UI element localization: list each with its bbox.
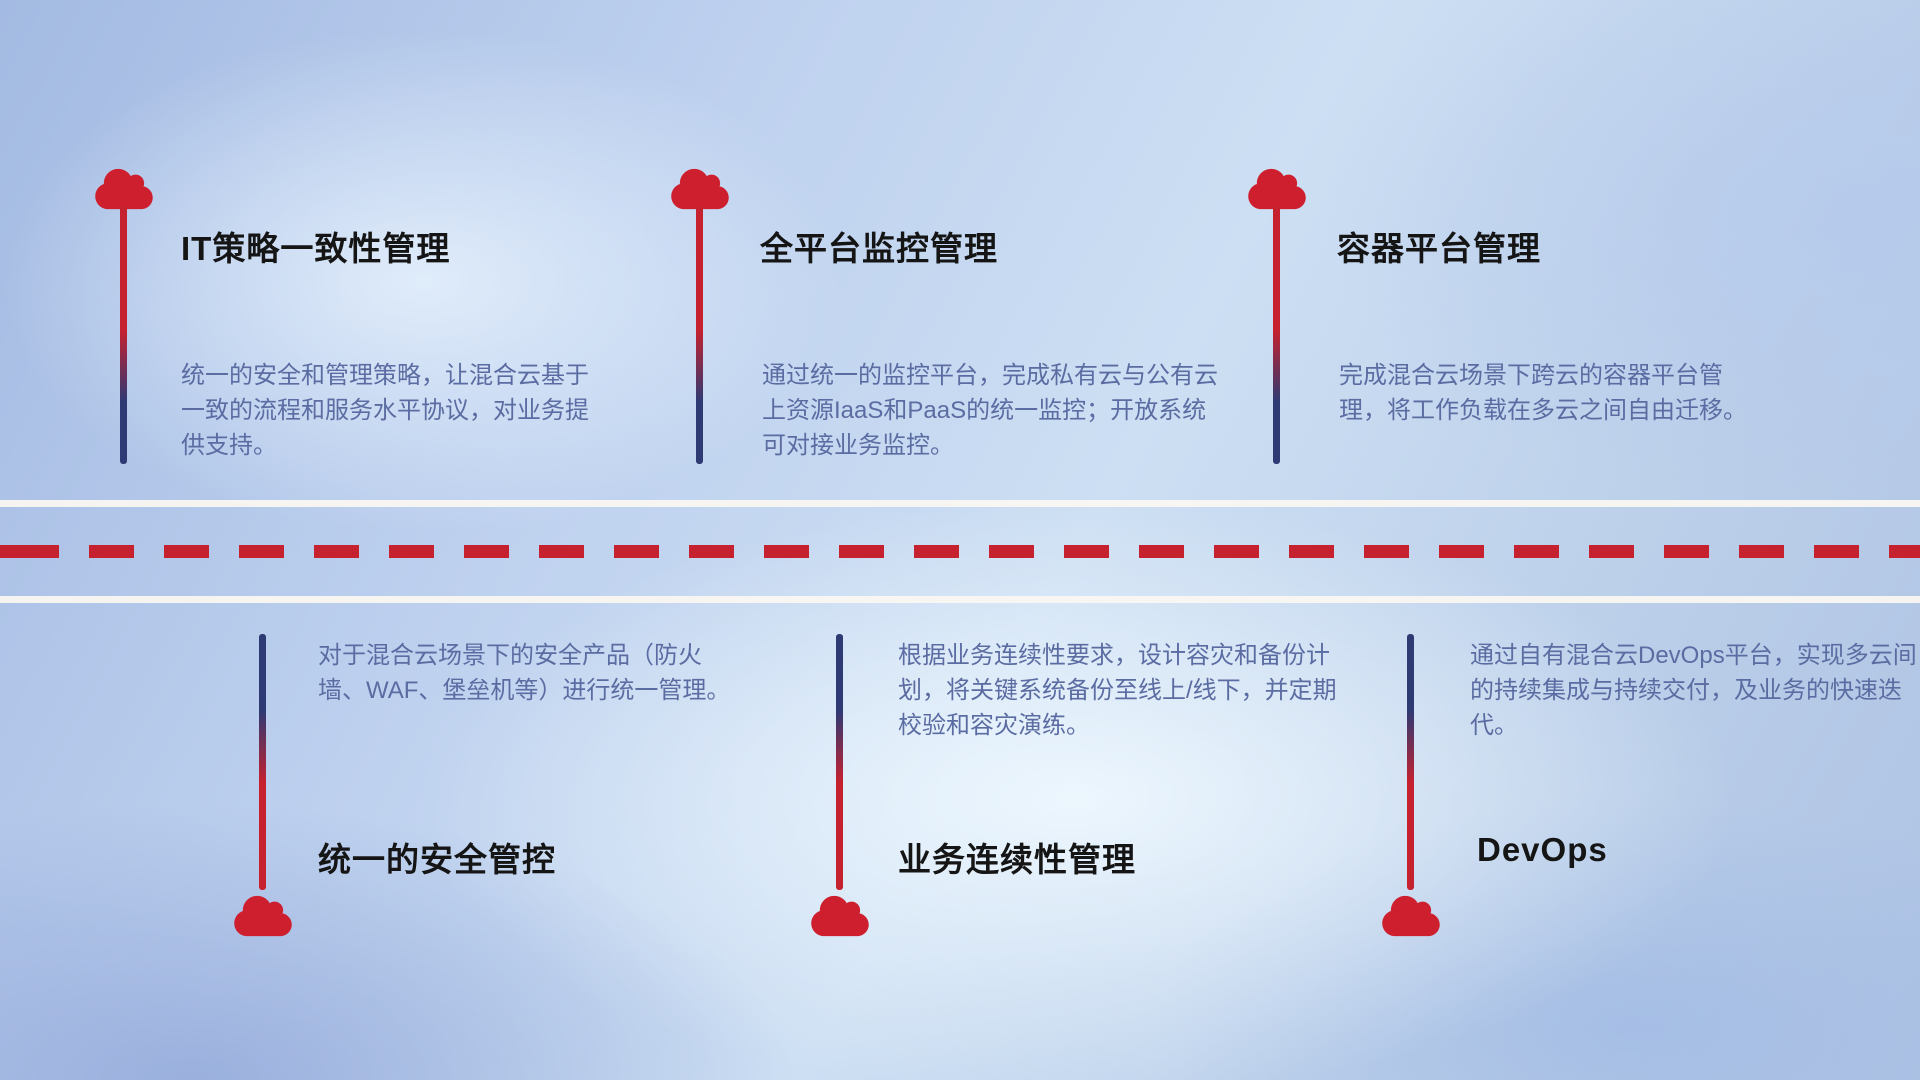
item-description: 根据业务连续性要求，设计容灾和备份计划，将关键系统备份至线上/线下，并定期校验和… xyxy=(898,642,1337,739)
item-title: 全平台监控管理 xyxy=(760,230,998,267)
item-title: 统一的安全管控 xyxy=(318,841,556,878)
connector-line xyxy=(259,634,266,890)
item-description: 通过自有混合云DevOps平台，实现多云间的持续集成与持续交付，及业务的快速迭代… xyxy=(1470,642,1917,739)
item-title: 业务连续性管理 xyxy=(898,841,1136,878)
connector-line xyxy=(1273,206,1280,464)
item-description: 统一的安全和管理策略，让混合云基于一致的流程和服务水平协议，对业务提供支持。 xyxy=(181,362,589,459)
connector-line xyxy=(1407,634,1414,890)
connector-line xyxy=(696,206,703,464)
item-title: 容器平台管理 xyxy=(1337,230,1541,267)
item-description: 通过统一的监控平台，完成私有云与公有云上资源IaaS和PaaS的统一监控；开放系… xyxy=(762,362,1218,459)
cloud-icon xyxy=(671,166,729,212)
cloud-icon xyxy=(95,166,153,212)
cloud-icon xyxy=(234,893,292,939)
cloud-icon xyxy=(811,893,869,939)
road-bottom-line xyxy=(0,596,1920,603)
connector-line xyxy=(836,634,843,890)
item-title: DevOps xyxy=(1477,831,1608,868)
road-top-line xyxy=(0,500,1920,507)
item-title: IT策略一致性管理 xyxy=(181,230,451,267)
road-center-dashed-line xyxy=(0,545,1920,558)
cloud-icon xyxy=(1248,166,1306,212)
cloud-icon xyxy=(1382,893,1440,939)
connector-line xyxy=(120,206,127,464)
item-description: 对于混合云场景下的安全产品（防火墙、WAF、堡垒机等）进行统一管理。 xyxy=(318,642,731,704)
item-description: 完成混合云场景下跨云的容器平台管理，将工作负载在多云之间自由迁移。 xyxy=(1339,362,1747,424)
